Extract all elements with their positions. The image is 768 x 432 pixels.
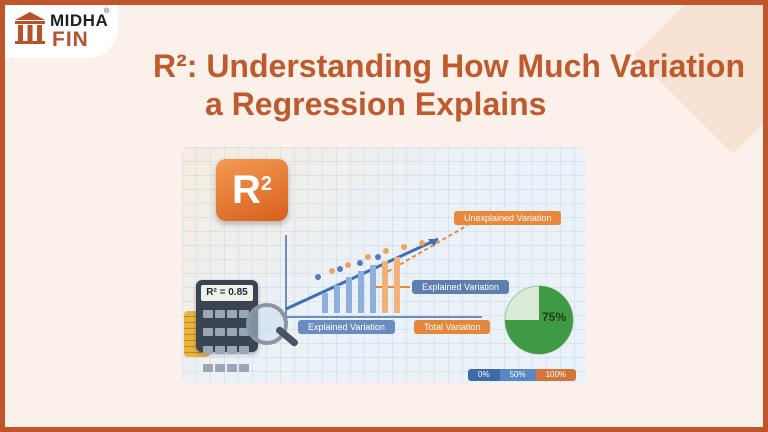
scatter-points (329, 240, 425, 274)
registered-mark: ® (104, 8, 110, 15)
pie-slice-explained (505, 286, 573, 354)
label-unexplained-variation: Unexplained Variation (454, 211, 562, 225)
logo-text-top: MIDHA (50, 11, 109, 30)
badge-letter: R (231, 168, 261, 212)
pie-chart-graphic (504, 285, 574, 355)
pillars-logo-icon (15, 12, 45, 44)
label-total-variation: Total Variation (414, 320, 491, 334)
pie-percent-label: 75% (542, 310, 567, 324)
slide-title: R²: Understanding How Much Variation a R… (153, 47, 753, 123)
label-explained-variation: Explained Variation (412, 280, 509, 294)
illustration-panel: R2 R² = 0.85 Unexplained Variation Expla… (182, 147, 586, 383)
r-squared-badge: R2 (216, 159, 288, 221)
calculator-keys (202, 306, 254, 378)
logo-text-bottom: FIN (52, 28, 89, 51)
regression-plot-graphic (285, 224, 482, 318)
scatter-points-blue (315, 254, 381, 280)
title-line-1: R²: Understanding How Much Variation (153, 48, 746, 84)
regression-arrow-head (428, 239, 438, 247)
label-explained-variation-bottom: Explained Variation (298, 320, 395, 334)
scale-tick-0: 0% (468, 369, 500, 381)
magnifier-glass-icon (246, 303, 288, 345)
badge-superscript: 2 (260, 173, 272, 195)
scale-tick-50: 50% (499, 369, 536, 381)
calculator-display: R² = 0.85 (201, 285, 253, 301)
bar-cluster (322, 257, 400, 313)
title-line-2: a Regression Explains (205, 86, 547, 122)
brand-logo[interactable]: MIDHA ® FIN (5, 5, 118, 58)
scale-tick-100: 100% (535, 369, 577, 381)
slide-canvas: MIDHA ® FIN R²: Understanding How Much V… (5, 5, 763, 427)
percent-scale-bar: 0% 50% 100% (468, 369, 577, 381)
